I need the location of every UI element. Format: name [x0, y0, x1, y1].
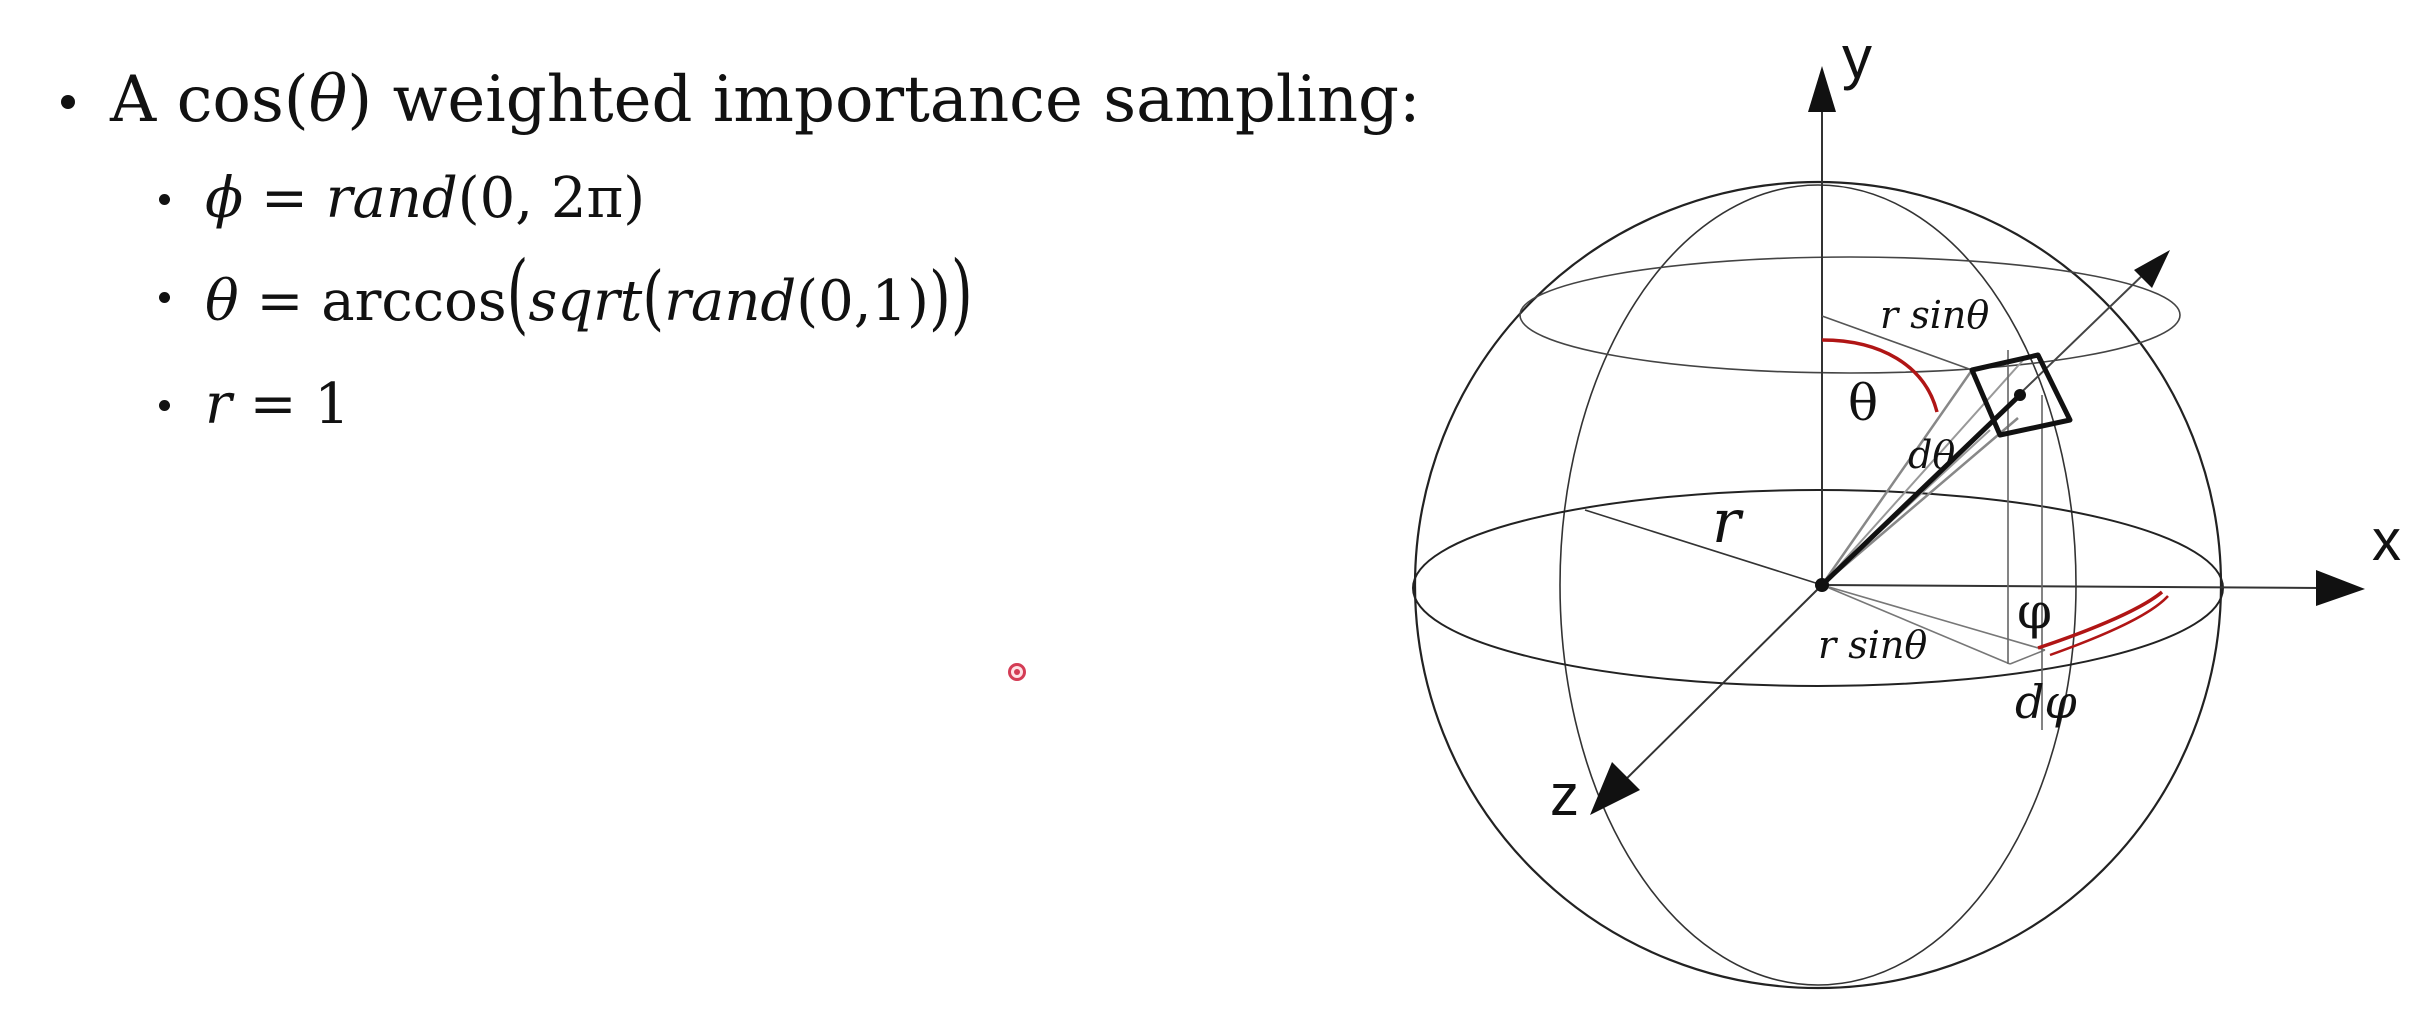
main-prefix: A cos(	[110, 63, 309, 137]
dphi-arc	[2049, 595, 2169, 657]
y-axis-arrow	[1808, 66, 1836, 112]
bullet-dot	[159, 400, 170, 411]
radius-line	[1584, 509, 1823, 586]
red-laser-pointer-icon	[1008, 663, 1026, 681]
theta-eq: = arccos	[238, 269, 507, 334]
theta-open-big: (	[506, 243, 529, 345]
phi-eq: =	[243, 166, 326, 231]
r-var: r	[205, 372, 232, 437]
latitude-ellipse	[1519, 256, 2181, 374]
z-axis-arrow	[1590, 762, 1640, 815]
phi-args: (0, 2π)	[457, 166, 646, 231]
axis-x-label: x	[2372, 508, 2401, 573]
phi-func: rand	[325, 166, 458, 231]
rsin-top-label: r sinθ	[1880, 293, 1989, 337]
phi-var: ϕ	[205, 166, 244, 231]
rsin-top-line	[1821, 315, 1973, 371]
theta-func-rand: rand	[664, 269, 797, 334]
solid-angle-patch	[1969, 352, 2073, 438]
theta-var: θ	[205, 269, 239, 334]
cone-line	[1820, 369, 1974, 586]
bullet-main: A cos(θ) weighted importance sampling:	[55, 50, 1421, 150]
projection-line	[1821, 584, 2011, 665]
bullet-dot	[61, 95, 75, 109]
meridian-ellipse	[1559, 184, 2077, 986]
sample-ray	[1820, 393, 2022, 587]
theta-args: (0,1)	[796, 269, 929, 334]
bullet-theta: θ = arccos(sqrt(rand(0,1)))	[55, 244, 1421, 356]
origin-point	[1815, 578, 1829, 592]
rsin-bottom-label: r sinθ	[1818, 623, 1927, 667]
dtheta-label: dθ	[1908, 433, 1955, 477]
cone-line	[1821, 417, 2019, 586]
x-axis-arrow	[2316, 570, 2365, 606]
bullet-r: r = 1	[55, 356, 1421, 454]
main-suffix: ) weighted importance sampling:	[347, 63, 1421, 137]
bullet-list: A cos(θ) weighted importance sampling: ϕ…	[55, 50, 1421, 454]
theta-arc	[1821, 338, 1939, 413]
bullet-dot	[159, 292, 170, 303]
bullet-dot	[159, 194, 170, 205]
theta-close-mid: )	[929, 257, 951, 339]
theta-label: θ	[1848, 374, 1878, 432]
radius-label: r	[1712, 487, 1744, 557]
axis-z-label: z	[1550, 763, 1579, 828]
bullet-phi: ϕ = rand(0, 2π)	[55, 150, 1421, 248]
phi-label: φ	[2017, 582, 2052, 640]
x-axis-line	[1821, 584, 2321, 589]
theta-close-big: )	[950, 243, 973, 345]
phi-arc	[2037, 590, 2164, 650]
sphere-outline	[1413, 180, 2223, 990]
direction-arrow	[2134, 250, 2170, 288]
axis-y-label: y	[1842, 24, 1872, 91]
patch-center-point	[2014, 389, 2026, 401]
dphi-label: dφ	[2015, 675, 2077, 729]
projection-line	[2009, 649, 2046, 665]
z-axis-line	[1609, 584, 1823, 796]
main-theta: θ	[308, 63, 348, 137]
theta-func-sqrt: sqrt	[528, 269, 643, 334]
theta-open-mid: (	[642, 257, 665, 339]
r-eq: = 1	[231, 372, 350, 437]
cone-line	[1821, 357, 2026, 586]
